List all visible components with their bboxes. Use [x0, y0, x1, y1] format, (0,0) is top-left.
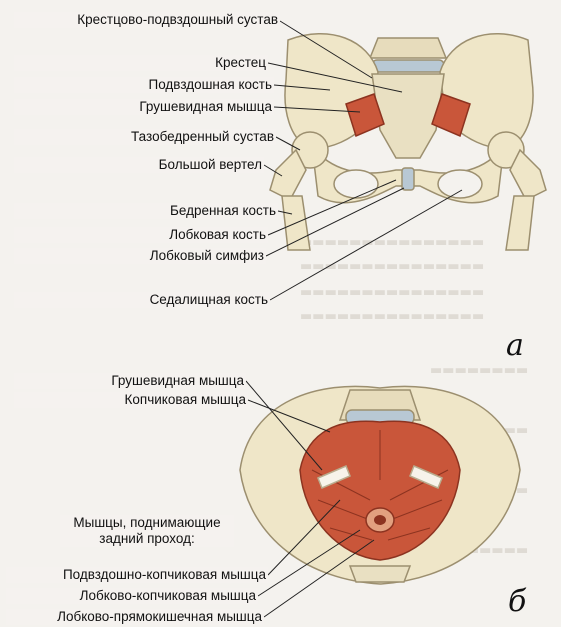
label-pubic-bone: Лобковая кость: [14, 227, 268, 243]
intervertebral-disc: [372, 60, 444, 72]
label-sacroiliac-joint: Крестцово-подвздошный сустав: [14, 12, 280, 28]
figure-letter-a: а: [506, 328, 524, 363]
label-greater-trochanter: Большой вертел: [14, 157, 264, 173]
label-puborectalis: Лобково-прямокишечная мышца: [6, 609, 264, 625]
pubic-symphysis: [402, 168, 414, 190]
label-levator-ani-group: Мышцы, поднимающие задний проход:: [60, 515, 234, 547]
label-sacrum: Крестец: [14, 55, 268, 71]
label-pubic-symphysis: Лобковый симфиз: [14, 248, 266, 264]
sacrum: [372, 74, 444, 158]
label-ischium: Седалищная кость: [14, 292, 270, 308]
label-coccygeus: Копчиковая мышца: [14, 392, 248, 408]
right-femur: [506, 196, 534, 250]
pelvic-floor-view: [240, 386, 520, 584]
label-ilium: Подвздошная кость: [14, 77, 274, 93]
label-piriformis-a: Грушевидная мышца: [14, 99, 274, 115]
label-femur: Бедренная кость: [14, 203, 278, 219]
label-hip-joint: Тазобедренный сустав: [14, 129, 276, 145]
label-piriformis-b: Грушевидная мышца: [14, 373, 246, 389]
figure-letter-b: б: [508, 584, 526, 619]
pelvis-front-view: [270, 34, 546, 250]
label-iliococcygeus: Подвздошно-копчиковая мышца: [6, 567, 268, 583]
label-pubococcygeus: Лобково-копчиковая мышца: [6, 588, 258, 604]
left-obturator-foramen: [334, 170, 378, 198]
right-obturator-foramen: [438, 170, 482, 198]
